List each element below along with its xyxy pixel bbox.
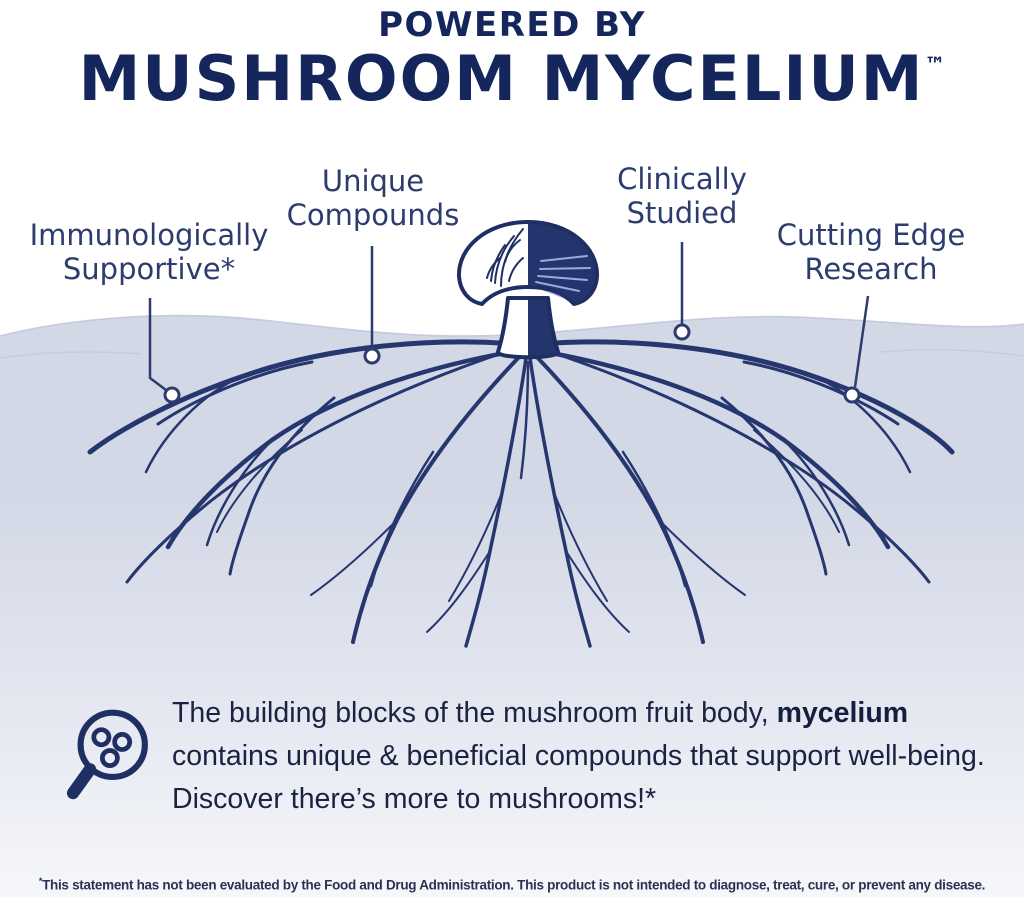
description-text: The building blocks of the mushroom frui… bbox=[172, 692, 992, 820]
callout-line: Cutting Edge bbox=[776, 218, 966, 252]
leader-dot-unique-compounds bbox=[363, 347, 381, 365]
callout-clinically-studied: Clinically Studied bbox=[570, 162, 794, 230]
leader-immunologically-supportive bbox=[148, 298, 167, 391]
callout-line: Unique bbox=[321, 164, 425, 198]
magnifier-molecule-icon bbox=[66, 709, 148, 800]
ground-shape bbox=[0, 315, 1024, 897]
leader-dot-cutting-edge-research bbox=[843, 386, 861, 404]
hill-line-left bbox=[0, 351, 141, 359]
leader-dot-immunologically-supportive bbox=[163, 386, 181, 404]
product-title-text: MUSHROOM MYCELIUM bbox=[78, 42, 925, 115]
product-title: MUSHROOM MYCELIUM™ bbox=[0, 42, 1024, 115]
callout-line: Research bbox=[804, 252, 938, 287]
callout-line: Clinically bbox=[617, 162, 747, 196]
callout-line: Immunologically bbox=[29, 218, 269, 252]
leader-dot-clinically-studied bbox=[673, 323, 691, 341]
mushroom-illustration bbox=[456, 220, 600, 360]
cap-vein-lines bbox=[486, 228, 524, 287]
description-post: contains unique & beneficial compounds t… bbox=[172, 739, 985, 815]
description-pre: The building blocks of the mushroom frui… bbox=[172, 697, 777, 729]
description-section: The building blocks of the mushroom frui… bbox=[56, 692, 992, 820]
disclaimer-text: This statement has not been evaluated by… bbox=[42, 877, 986, 892]
mycelium-bold-text: mycelium bbox=[776, 697, 909, 729]
disclaimer-asterisk: * bbox=[38, 875, 43, 886]
hill-line-right bbox=[879, 349, 1024, 357]
fda-disclaimer: *This statement has not been evaluated b… bbox=[0, 876, 1024, 893]
callout-immunologically-supportive: Immunologically Supportive* bbox=[18, 218, 280, 286]
mycelium-roots bbox=[87, 339, 955, 648]
callout-unique-compounds: Unique Compounds bbox=[272, 164, 474, 232]
callout-leader-lines bbox=[148, 242, 870, 404]
callout-cutting-edge-research: Cutting Edge Research bbox=[758, 218, 984, 286]
powered-by-text: POWERED BY bbox=[378, 5, 646, 45]
callout-line: Supportive* bbox=[62, 252, 236, 287]
callout-line: Compounds bbox=[286, 198, 460, 233]
trademark-symbol: ™ bbox=[924, 53, 946, 77]
callout-line: Studied bbox=[626, 196, 738, 231]
leader-cutting-edge-research bbox=[853, 295, 870, 388]
